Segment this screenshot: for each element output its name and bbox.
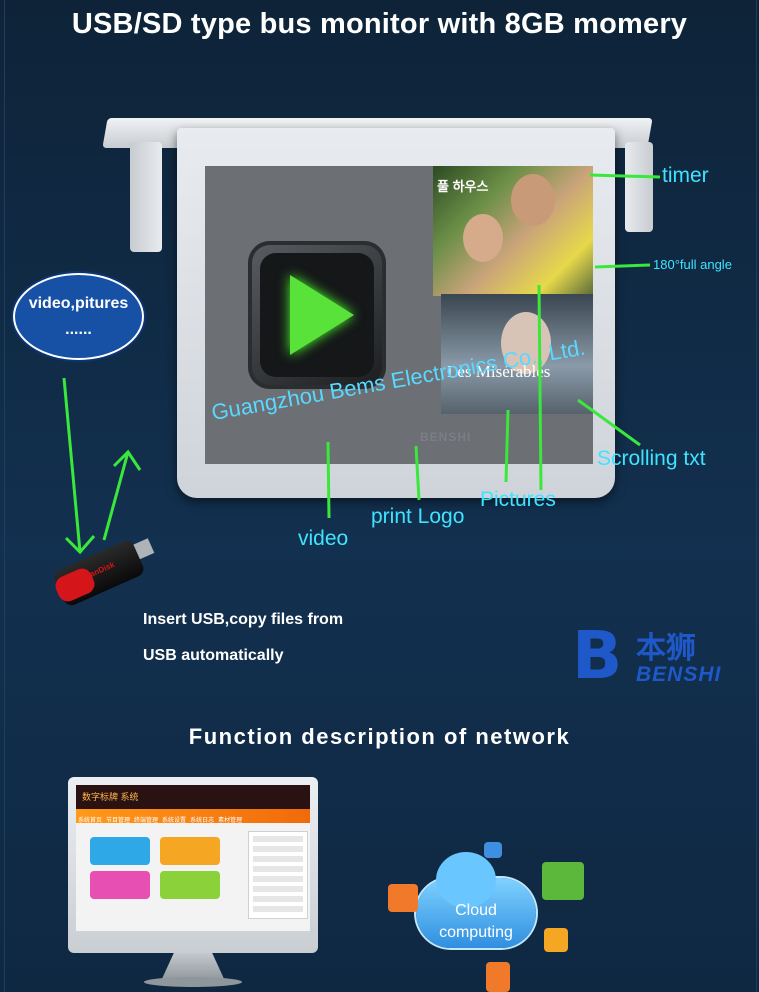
software-nav: 系统首页节目管理终端管理系统设置系统日志素材管理 xyxy=(76,809,310,824)
monitor-screen: 풀 하우스 Les Misérables xyxy=(205,166,593,464)
logo-english: BENSHI xyxy=(636,663,722,686)
logo-chinese: 本狮 xyxy=(636,632,696,665)
usb-instruction-line2: USB automatically xyxy=(143,647,284,664)
software-title: 数字标牌 系统 xyxy=(82,792,139,802)
picture-caption-les-miserables: Les Misérables xyxy=(447,362,551,381)
callout-scrolling-text: Scrolling txt xyxy=(597,447,706,470)
usb-instruction-line1: Insert USB,copy files from xyxy=(143,611,344,628)
oval-dots: ...... xyxy=(65,321,92,338)
phone-icon xyxy=(486,962,510,992)
picture-les-miserables: Les Misérables xyxy=(441,294,593,414)
section-title: Function description of network xyxy=(188,724,571,749)
benshi-logo: B 本狮 BENSHI xyxy=(572,623,742,691)
oval-label: video,pitures xyxy=(28,295,129,312)
monitor-bracket-left xyxy=(130,142,162,252)
picture-caption-korean: 풀 하우스 xyxy=(437,179,489,194)
desktop-icon xyxy=(388,884,418,912)
video-play-icon xyxy=(248,241,386,389)
mail-icon xyxy=(484,842,502,858)
monitor-bracket-right xyxy=(625,142,653,232)
picture-full-house: 풀 하우스 xyxy=(433,166,593,296)
callout-angle: 180°full angle xyxy=(653,257,732,272)
media-oval-badge: video,pitures ...... xyxy=(13,273,144,360)
cloud-computing-graphic: Cloud computing xyxy=(386,838,601,992)
page-title: USB/SD type bus monitor with 8GB momery xyxy=(71,8,688,40)
usb-drive-image: SanDisk xyxy=(51,538,156,608)
laptop-icon xyxy=(542,862,584,900)
callout-pictures: Pictures xyxy=(480,488,556,511)
network-icon xyxy=(544,928,568,952)
callout-timer: timer xyxy=(662,164,709,187)
callout-video: video xyxy=(298,527,349,550)
callout-print-logo: print Logo xyxy=(371,505,465,528)
cloud-line2: computing xyxy=(439,924,513,941)
bus-monitor: 풀 하우스 Les Misérables xyxy=(102,118,653,498)
desktop-monitor: 数字标牌 系统 系统首页节目管理终端管理系统设置系统日志素材管理 xyxy=(68,777,318,992)
software-screenshot: 数字标牌 系统 系统首页节目管理终端管理系统设置系统日志素材管理 xyxy=(76,785,310,931)
lion-b-icon: B xyxy=(572,617,623,694)
cloud-line1: Cloud xyxy=(455,902,497,919)
bezel-brand-logo: BENSHI xyxy=(420,430,472,444)
cloud-icon xyxy=(416,852,536,948)
